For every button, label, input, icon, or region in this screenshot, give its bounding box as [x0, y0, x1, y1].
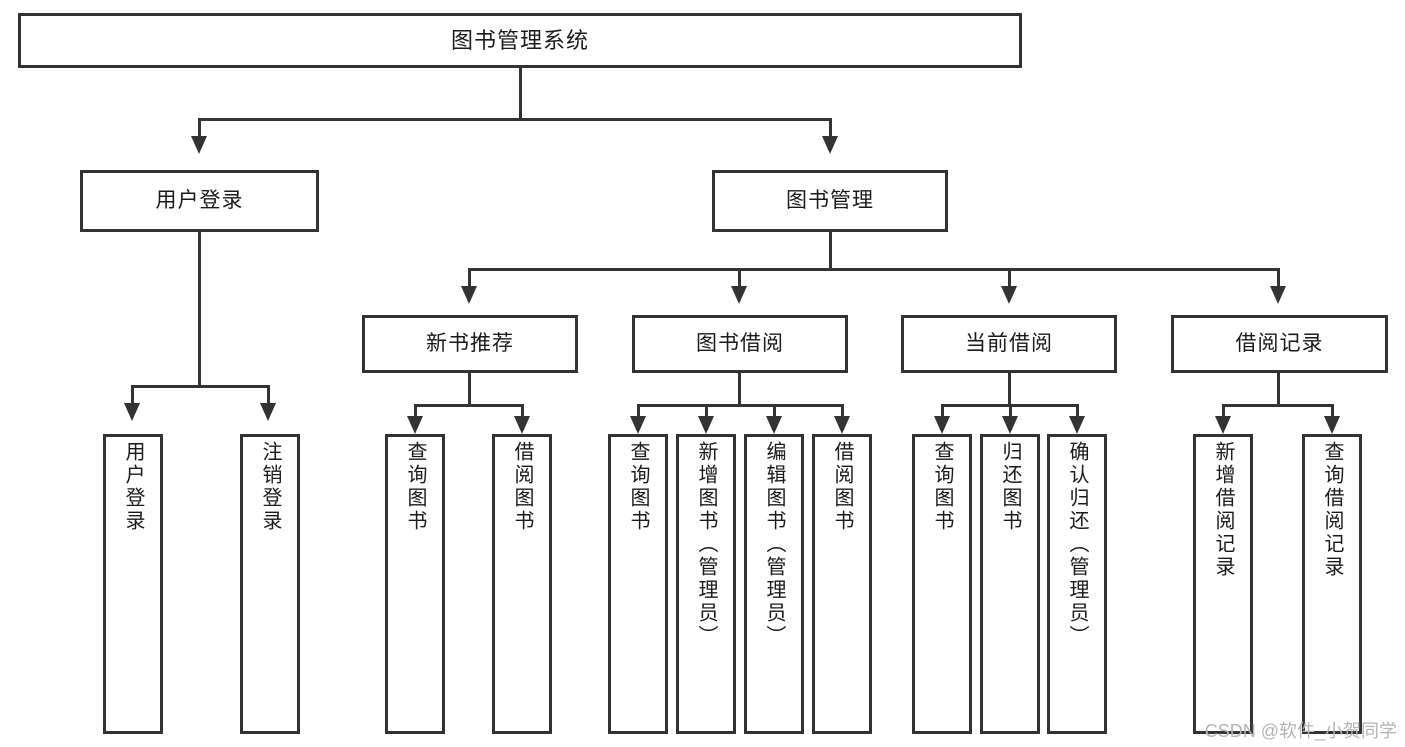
leaf-book-borrow-2[interactable]: 新增图书（管理员） [676, 434, 736, 734]
arrowhead-nbr-leaf-1 [407, 416, 423, 434]
connector-root-bus [198, 118, 832, 121]
arrowhead-bb-leaf-3 [766, 416, 782, 434]
connector-bb-drop-3 [773, 404, 776, 420]
arrowhead-bb-leaf-2 [698, 416, 714, 434]
connector-bb-drop-1 [637, 404, 640, 420]
node-current-borrow[interactable]: 当前借阅 [901, 315, 1117, 373]
arrowhead-nbr-leaf-2 [514, 416, 530, 434]
node-user-login[interactable]: 用户登录 [80, 170, 319, 232]
connector-bb-drop-4 [841, 404, 844, 420]
leaf-user-login-2[interactable]: 注销登录 [240, 434, 300, 734]
node-root-book-management-system[interactable]: 图书管理系统 [18, 13, 1022, 68]
connector-borrow-record-bus [1222, 404, 1334, 407]
arrowhead-bb-leaf-4 [834, 416, 850, 434]
node-label: 借阅图书 [831, 441, 853, 533]
leaf-book-borrow-4[interactable]: 借阅图书 [812, 434, 872, 734]
connector-root-to-book-manage [829, 118, 832, 140]
node-label: 确认归还（管理员） [1066, 441, 1088, 648]
connector-cb-drop-1 [941, 404, 944, 420]
connector-book-borrow-stem [738, 373, 741, 406]
leaf-current-borrow-2[interactable]: 归还图书 [980, 434, 1040, 734]
connector-nbr-drop-2 [521, 404, 524, 420]
leaf-book-borrow-1[interactable]: 查询图书 [608, 434, 668, 734]
node-label: 归还图书 [999, 441, 1021, 533]
node-label: 借阅记录 [1235, 331, 1324, 355]
leaf-new-book-recommend-2[interactable]: 借阅图书 [492, 434, 552, 734]
leaf-book-borrow-3[interactable]: 编辑图书（管理员） [744, 434, 804, 734]
node-new-book-recommend[interactable]: 新书推荐 [362, 315, 578, 373]
node-label: 新增图书（管理员） [695, 441, 717, 648]
connector-nbr-drop-1 [414, 404, 417, 420]
node-label: 图书借阅 [696, 331, 784, 355]
connector-to-borrow-record [1277, 268, 1280, 290]
arrowhead-cb-leaf-2 [1002, 416, 1018, 434]
node-label: 编辑图书（管理员） [763, 441, 785, 648]
leaf-borrow-record-1[interactable]: 新增借阅记录 [1193, 434, 1253, 734]
leaf-current-borrow-1[interactable]: 查询图书 [912, 434, 972, 734]
arrowhead-book-borrow [731, 286, 747, 304]
node-label: 用户登录 [155, 188, 244, 212]
arrowhead-cb-leaf-1 [934, 416, 950, 434]
node-label: 图书管理系统 [450, 27, 589, 53]
connector-user-login-bus [131, 385, 270, 388]
connector-cb-drop-2 [1009, 404, 1012, 420]
connector-current-borrow-stem [1008, 373, 1011, 406]
arrowhead-new-book-recommend [461, 286, 477, 304]
leaf-current-borrow-3[interactable]: 确认归还（管理员） [1047, 434, 1107, 734]
node-label: 用户登录 [122, 441, 144, 533]
connector-new-book-recommend-stem [468, 373, 471, 406]
leaf-borrow-record-2[interactable]: 查询借阅记录 [1302, 434, 1362, 734]
connector-to-book-borrow [738, 268, 741, 290]
node-borrow-record[interactable]: 借阅记录 [1171, 315, 1388, 373]
node-label: 新增借阅记录 [1212, 441, 1234, 579]
node-label: 当前借阅 [965, 331, 1053, 355]
arrowhead-cb-leaf-3 [1069, 416, 1085, 434]
connector-new-book-recommend-bus [414, 404, 524, 407]
arrowhead-borrow-record [1270, 286, 1286, 304]
connector-user-login-drop-2 [267, 385, 270, 407]
leaf-user-login-1[interactable]: 用户登录 [103, 434, 163, 734]
arrowhead-root-to-user-login [191, 136, 207, 154]
arrowhead-user-login-leaf-2 [260, 403, 276, 421]
connector-to-current-borrow [1008, 268, 1011, 290]
arrowhead-br-leaf-1 [1215, 416, 1231, 434]
node-label: 借阅图书 [511, 441, 533, 533]
connector-book-borrow-bus [637, 404, 844, 407]
connector-bb-drop-2 [705, 404, 708, 420]
connector-level3-bus [468, 268, 1280, 271]
connector-br-drop-1 [1222, 404, 1225, 420]
node-label: 查询借阅记录 [1321, 441, 1343, 579]
leaf-new-book-recommend-1[interactable]: 查询图书 [385, 434, 445, 734]
connector-br-drop-2 [1331, 404, 1334, 420]
node-label: 查询图书 [404, 441, 426, 533]
arrowhead-user-login-leaf-1 [124, 403, 140, 421]
connector-user-login-stem [198, 232, 201, 387]
connector-cb-drop-3 [1076, 404, 1079, 420]
connector-borrow-record-stem [1277, 373, 1280, 406]
node-label: 查询图书 [931, 441, 953, 533]
node-label: 图书管理 [786, 188, 874, 212]
arrowhead-current-borrow [1001, 286, 1017, 304]
connector-to-new-book-recommend [468, 268, 471, 290]
connector-root-stem [519, 68, 522, 118]
node-label: 查询图书 [627, 441, 649, 533]
arrowhead-bb-leaf-1 [630, 416, 646, 434]
node-book-borrow[interactable]: 图书借阅 [632, 315, 848, 373]
node-label: 注销登录 [259, 441, 281, 533]
connector-book-manage-stem [829, 232, 832, 270]
connector-user-login-drop-1 [131, 385, 134, 407]
connector-root-to-user-login [198, 118, 201, 140]
node-label: 新书推荐 [426, 331, 514, 355]
node-book-management[interactable]: 图书管理 [712, 170, 948, 232]
arrowhead-br-leaf-2 [1324, 416, 1340, 434]
arrowhead-root-to-book-manage [822, 136, 838, 154]
